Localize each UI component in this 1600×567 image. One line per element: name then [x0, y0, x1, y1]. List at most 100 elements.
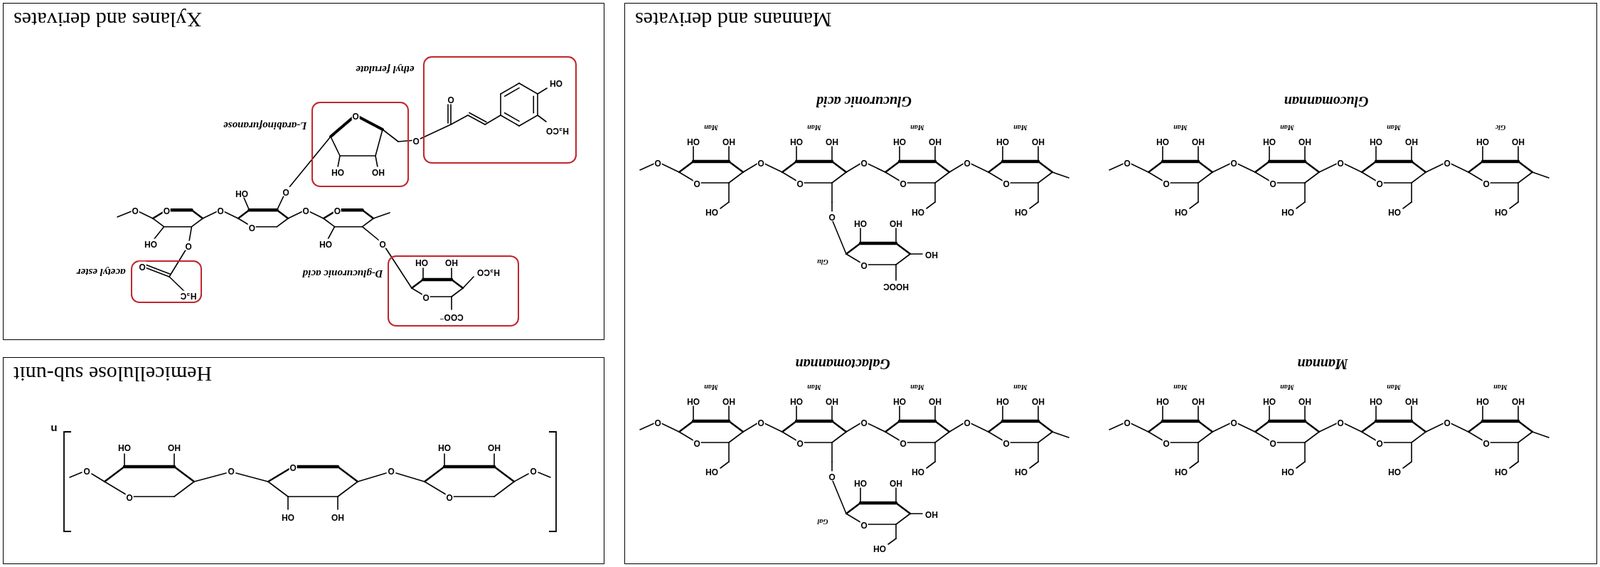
bond-line: [926, 201, 936, 209]
bond-line: [451, 288, 463, 297]
bond-line: [1269, 419, 1305, 424]
bond-line: [499, 93, 502, 116]
atom-label: O: [446, 93, 455, 104]
atom-label: O: [859, 157, 868, 167]
bond-line: [743, 163, 758, 173]
bond-line: [1006, 182, 1039, 184]
bond-line: [145, 264, 170, 274]
atom-label: HO: [1404, 135, 1419, 146]
atom-label: HO: [1511, 135, 1526, 146]
bond-line: [846, 423, 861, 432]
bond-line: [355, 115, 383, 130]
atom-label: O: [351, 110, 360, 120]
bond-line: [831, 182, 833, 202]
sugar-label: Glc: [1494, 124, 1507, 133]
bond-line: [268, 481, 288, 497]
bond-line: [867, 423, 886, 432]
sugar-label: Man: [703, 384, 719, 392]
bond-line: [864, 523, 896, 525]
atom-label: O: [378, 238, 387, 248]
bond-line: [899, 419, 936, 424]
structure-name: Galactomannan: [794, 356, 891, 372]
bond-line: [1130, 163, 1149, 173]
atom-label: O: [1442, 416, 1451, 426]
atom-label: O: [756, 416, 765, 426]
bond-line: [1002, 419, 1039, 424]
bond-line: [462, 276, 474, 288]
bond-line: [1532, 431, 1549, 438]
atom-label: OH: [1155, 135, 1170, 146]
bond-line: [935, 420, 950, 432]
bond-line: [1403, 461, 1412, 468]
atom-label: O: [1001, 437, 1010, 447]
atom-label: O: [898, 437, 907, 447]
bond-line: [1268, 146, 1271, 162]
bracket: [548, 431, 557, 532]
atom-label: OH: [1280, 465, 1295, 476]
atom-label: OH: [995, 135, 1010, 146]
bond-line: [1509, 201, 1519, 209]
bond-line: [1344, 163, 1362, 173]
bond-line: [895, 487, 897, 503]
bond-line: [1212, 163, 1231, 173]
atom-label: O: [795, 437, 804, 447]
bond-line: [728, 161, 744, 173]
atom-label: OH: [1475, 135, 1490, 146]
bond-line: [1161, 406, 1164, 421]
atom-label: OH: [1494, 465, 1509, 476]
atom-label: O: [288, 461, 297, 471]
bond-line: [449, 495, 495, 498]
sugar-label: Man: [1012, 384, 1028, 392]
bond-line: [895, 264, 897, 281]
bond-line: [1197, 406, 1199, 421]
structure-name: Mannan: [1296, 356, 1349, 372]
bond-line: [1002, 160, 1039, 164]
atom-label: O: [692, 177, 701, 188]
bond-line: [1038, 172, 1053, 183]
bond-line: [1468, 161, 1483, 173]
bond-line: [1189, 461, 1199, 468]
atom-label: O: [795, 177, 804, 188]
bond-line: [277, 209, 289, 219]
bond-line: [1052, 172, 1069, 178]
bond-line: [104, 466, 125, 482]
bond-line: [337, 496, 339, 510]
bond-line: [411, 279, 424, 288]
bond-line: [831, 461, 833, 471]
bond-line: [1482, 160, 1519, 164]
bond-line: [1255, 161, 1270, 173]
bond-line: [519, 83, 538, 94]
atom-label: OH: [234, 187, 249, 197]
atom-label: OH: [1174, 465, 1189, 476]
atom-label: HO: [928, 395, 943, 405]
bond-line: [236, 472, 269, 482]
atom-label: HO: [1191, 395, 1206, 405]
bond-line: [720, 201, 729, 209]
atom-label: O: [898, 177, 907, 188]
structure-name: Glucomannan: [1283, 93, 1370, 110]
bond-line: [764, 163, 783, 173]
atom-label: HO: [888, 477, 904, 487]
bond-line: [1518, 161, 1533, 173]
atom-label: O: [1122, 416, 1131, 426]
atom-label: HO: [1511, 395, 1526, 405]
atom-label: O: [1268, 437, 1277, 447]
atom-label: HO: [928, 135, 943, 146]
bond-line: [1411, 172, 1426, 183]
bond-line: [795, 406, 798, 421]
repeat-index: n: [49, 423, 58, 436]
bond-line: [896, 253, 911, 265]
bond-line: [1481, 146, 1484, 162]
atom-label: O: [756, 157, 765, 167]
bond-line: [1269, 160, 1305, 164]
atom-label: HO: [371, 166, 386, 176]
bond-line: [1148, 420, 1163, 432]
atom-label: O: [1442, 157, 1451, 167]
bond-line: [935, 431, 950, 443]
bond-line: [859, 228, 862, 244]
bond-line: [720, 461, 729, 468]
bond-line: [192, 209, 204, 219]
bracket: [64, 431, 72, 532]
sugar-label: Man: [1492, 384, 1508, 392]
